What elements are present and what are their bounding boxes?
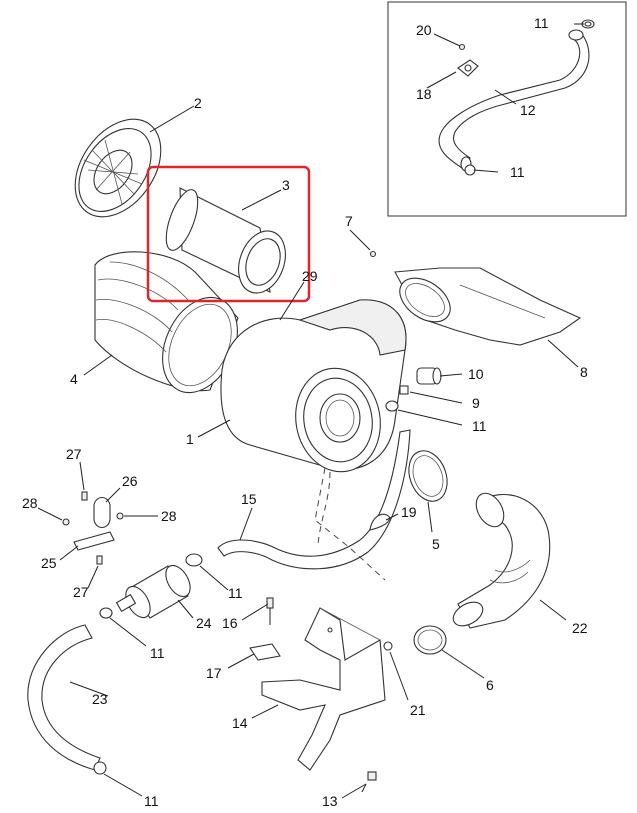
- callout-26: 26: [122, 473, 138, 489]
- inset-bracket-18: [457, 59, 479, 77]
- leader-lines: [37, 23, 584, 799]
- part-15-hose: [217, 429, 411, 570]
- callout-10: 10: [468, 366, 484, 382]
- part-11-clamp-mid: [385, 400, 399, 412]
- part-11-clamp-bottom: [93, 761, 107, 775]
- callout-11-inset-top: 11: [534, 15, 549, 31]
- part-17-plate: [249, 643, 281, 661]
- callout-22: 22: [572, 620, 588, 636]
- callout-11-bottom: 11: [144, 793, 159, 809]
- part-16-bolt: [266, 597, 274, 625]
- callout-13: 13: [322, 793, 338, 809]
- callout-17: 17: [206, 665, 222, 681]
- part-11-clamp-lower-left: [99, 607, 113, 619]
- part-3-highlight-box: [146, 165, 311, 303]
- callout-27-upper: 27: [66, 446, 82, 462]
- callout-11-lower-left: 11: [150, 645, 165, 661]
- part-4-ribbed-housing: [94, 251, 239, 394]
- callout-4: 4: [70, 371, 78, 387]
- part-8-intake-duct: [394, 267, 582, 346]
- callout-16: 16: [222, 615, 238, 631]
- callout-20: 20: [416, 22, 432, 38]
- inset-box: [387, 1, 627, 217]
- inset-hose-12: [438, 29, 590, 172]
- callout-14: 14: [232, 715, 248, 731]
- part-21-washer: [383, 641, 393, 651]
- callout-23: 23: [92, 691, 108, 707]
- callout-5: 5: [432, 536, 440, 552]
- part-11-clamp-upper-left: [185, 553, 203, 567]
- callout-21: 21: [410, 702, 426, 718]
- part-24-canister: [115, 564, 191, 619]
- callout-18: 18: [416, 86, 432, 102]
- part-7-screw: [369, 250, 377, 258]
- callout-2: 2: [194, 95, 202, 111]
- part-27-bolt-lower: [96, 555, 103, 565]
- part-26-band-clamp: [93, 496, 111, 529]
- part-28-nut-left: [62, 518, 70, 526]
- part-25-strap: [73, 531, 115, 551]
- part-3-filter-element: [165, 187, 286, 294]
- part-28-nut-right: [116, 512, 124, 520]
- callout-19: 19: [401, 504, 417, 520]
- callout-11-inset-bottom: 11: [510, 164, 525, 180]
- part-9-fitting: [399, 385, 409, 395]
- callout-11-mid: 11: [472, 418, 487, 434]
- callout-9: 9: [472, 395, 480, 411]
- part-27-bolt-upper: [81, 491, 88, 501]
- callout-6: 6: [486, 677, 494, 693]
- callout-25: 25: [41, 555, 57, 571]
- routing-line-b: [317, 471, 331, 546]
- part-14-bracket: [261, 607, 386, 771]
- inset-bolt-20: [458, 43, 466, 51]
- part-6-clamp: [413, 625, 447, 655]
- routing-line-a: [314, 467, 386, 581]
- part-10-indicator: [416, 367, 442, 385]
- callout-29: 29: [302, 268, 318, 284]
- callout-27-lower: 27: [73, 584, 89, 600]
- callout-3: 3: [282, 177, 290, 193]
- callout-1: 1: [186, 431, 194, 447]
- callout-15: 15: [241, 491, 257, 507]
- part-5-clamp: [408, 450, 448, 502]
- part-22-elbow-duct: [452, 492, 551, 629]
- callout-11-left-clamp: 11: [228, 585, 243, 601]
- inset-clamp-bottom: [464, 164, 476, 176]
- part-13-bolt: [361, 771, 377, 793]
- callout-12: 12: [520, 102, 536, 118]
- callout-24: 24: [196, 615, 212, 631]
- callout-8: 8: [580, 364, 588, 380]
- callout-28-right: 28: [161, 508, 177, 524]
- callout-28-left: 28: [22, 495, 38, 511]
- part-1-main-housing: [220, 299, 407, 473]
- part-23-hose: [27, 624, 101, 771]
- callout-7: 7: [345, 213, 353, 229]
